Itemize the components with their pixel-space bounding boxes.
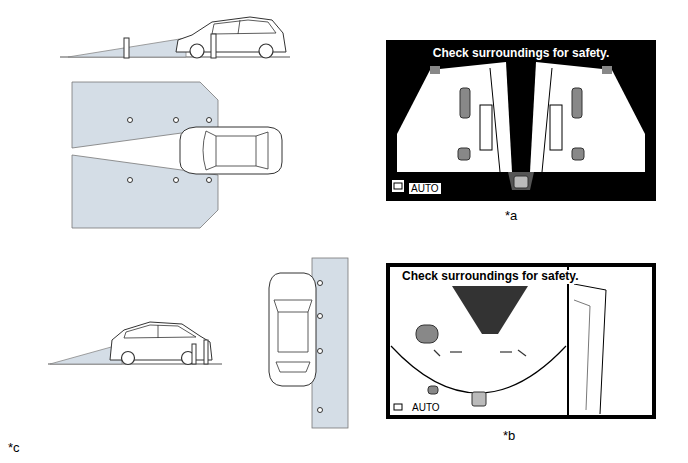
view-label: *b xyxy=(503,428,515,443)
front-side-view-part xyxy=(212,20,276,34)
side-side-view-part xyxy=(124,325,196,338)
side-top-view-part xyxy=(318,314,323,319)
screen-b-image-part xyxy=(392,401,404,413)
view-label: *a xyxy=(505,208,517,223)
side-top-view-part xyxy=(269,273,316,386)
screen-a-image-part xyxy=(550,105,562,150)
screen-a-image-part xyxy=(394,183,402,189)
view-label: *c xyxy=(8,440,20,455)
front-top-view-part xyxy=(174,118,179,123)
side-side-view-part xyxy=(122,352,135,365)
screen-b-image-part xyxy=(518,350,526,356)
side-side-view xyxy=(48,322,222,365)
screen-message: Check surroundings for safety. xyxy=(431,47,611,61)
screen-a-image-part xyxy=(397,62,512,172)
mode-indicator: AUTO xyxy=(409,183,441,195)
front-top-view-part xyxy=(207,118,212,123)
side-side-view-part xyxy=(204,340,208,364)
front-top-view-part xyxy=(203,131,216,170)
screen-b-image-part xyxy=(416,325,438,343)
side-side-view-part xyxy=(192,344,196,364)
screen-b-image-part xyxy=(500,351,512,352)
screen-b-image-part xyxy=(452,286,528,334)
screen-a-image-part xyxy=(572,88,582,118)
screen-b-image-part xyxy=(391,346,566,393)
screen-b-image-part xyxy=(574,300,590,410)
display-screen: Check surroundings for safety. AUTO xyxy=(386,40,656,201)
side-side-view-part xyxy=(158,325,159,338)
screen-b-image-part xyxy=(472,392,486,406)
screen-a-image xyxy=(386,40,656,201)
screen-a-image-part xyxy=(514,176,528,188)
screen-b-image xyxy=(391,266,606,416)
front-side-view-part xyxy=(211,34,216,58)
front-side-view-part xyxy=(238,20,240,34)
screen-a-image-part xyxy=(458,148,470,160)
display-screen: Check surroundings for safety. AUTO xyxy=(386,263,656,419)
screen-b-image-part xyxy=(450,351,462,352)
screen-a-image-part xyxy=(530,62,645,172)
screen-a-image-part xyxy=(508,172,534,190)
screen-message: Check surroundings for safety. xyxy=(400,270,580,284)
front-top-view-part xyxy=(180,127,282,174)
side-top-view-part xyxy=(274,300,312,312)
side-top-view-part xyxy=(318,281,323,286)
screen-a-image-part xyxy=(480,105,492,150)
screen-a-image-part xyxy=(392,180,404,192)
front-top-view xyxy=(72,82,282,228)
front-side-view-part xyxy=(124,38,129,58)
screen-b-image-part xyxy=(434,350,440,356)
front-top-view-part xyxy=(256,132,268,169)
screen-b-image-part xyxy=(567,266,569,416)
side-top-view-part xyxy=(312,258,348,428)
front-top-view-part xyxy=(174,178,179,183)
screen-a-image-part xyxy=(460,88,470,118)
front-side-view-part xyxy=(68,38,186,57)
side-top-view-part xyxy=(276,362,310,372)
screen-a-image-part xyxy=(602,66,612,74)
screen-a-image-part xyxy=(430,66,440,74)
front-top-view-part xyxy=(207,178,212,183)
front-side-view-part xyxy=(190,44,204,58)
front-top-view-part xyxy=(128,118,133,123)
side-top-view-part xyxy=(318,349,323,354)
screen-a-image-part xyxy=(572,148,584,160)
screen-b-image-part xyxy=(574,284,606,414)
front-top-view-part xyxy=(216,136,256,166)
front-side-view xyxy=(60,17,290,58)
screen-a-image-part xyxy=(386,40,656,201)
mode-indicator: AUTO xyxy=(410,402,442,414)
screen-b-image-part xyxy=(428,386,438,394)
side-top-view-part xyxy=(278,312,308,352)
side-top-view-part xyxy=(318,408,323,413)
screen-b-image-part xyxy=(394,404,402,410)
front-top-view-part xyxy=(128,178,133,183)
side-top-view xyxy=(269,258,348,428)
front-side-view-part xyxy=(259,44,273,58)
